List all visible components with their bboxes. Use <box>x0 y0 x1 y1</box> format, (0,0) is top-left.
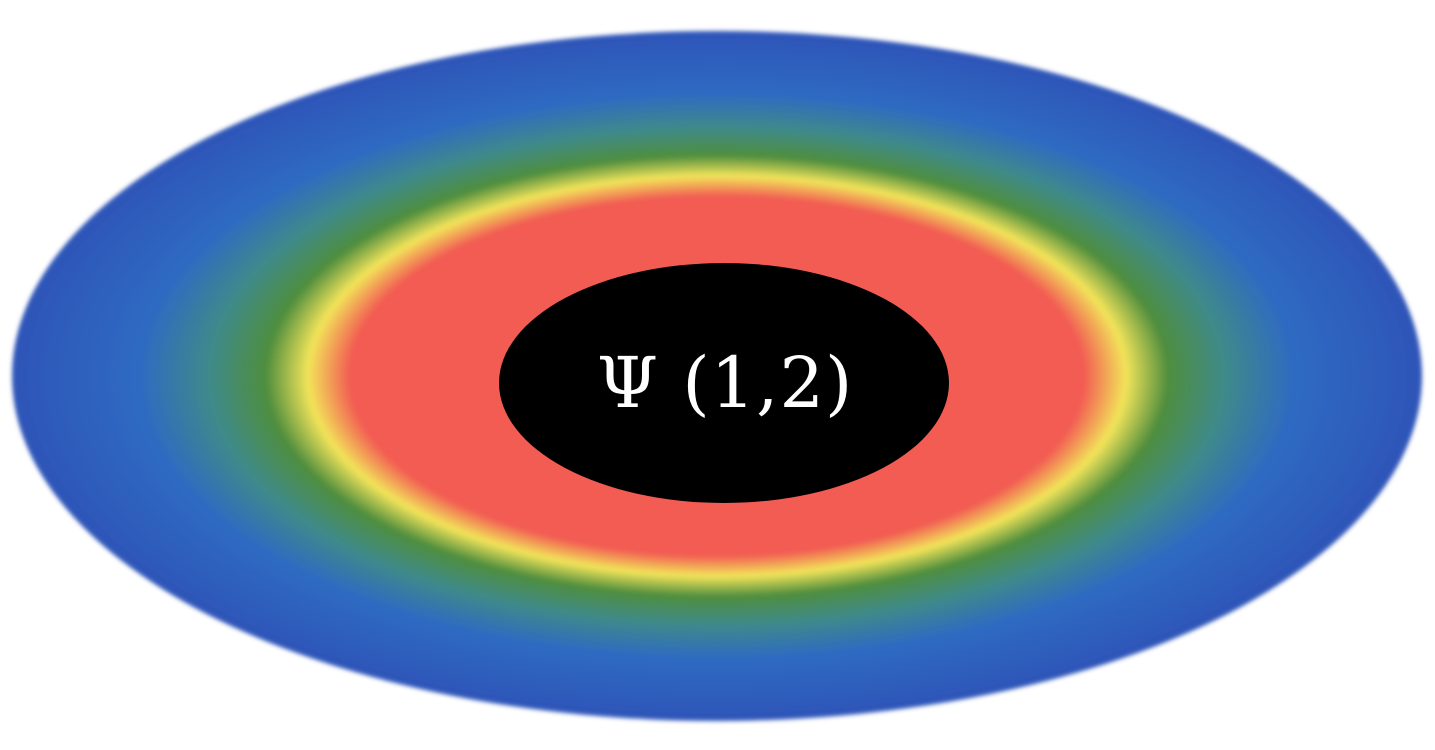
central-black-core <box>499 263 949 503</box>
